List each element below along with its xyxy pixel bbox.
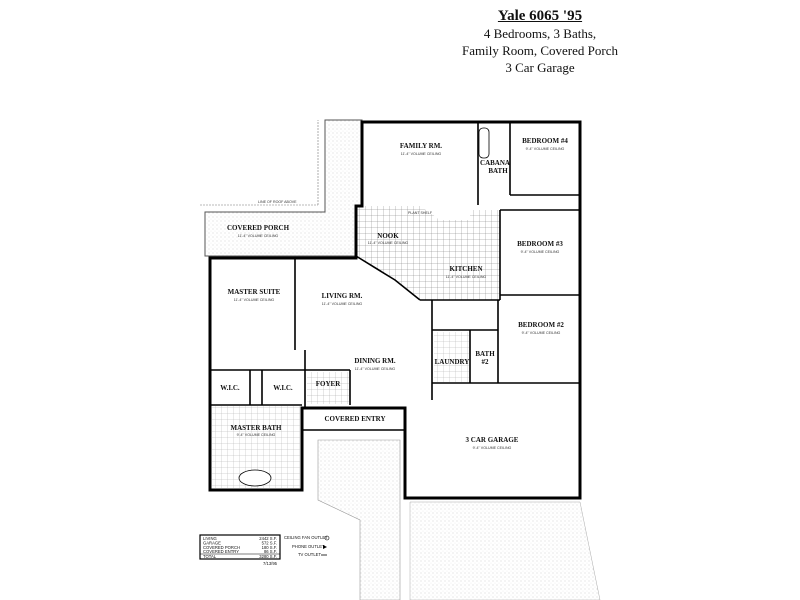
area-label: COVERED ENTRY xyxy=(203,549,239,554)
legend: CEILING FAN OUTLET PHONE OUTLET TV OUTLE… xyxy=(284,535,330,557)
nook-note: 11'-4" VOLUME CEILING xyxy=(368,241,409,245)
foyer-tile xyxy=(307,372,349,404)
bedroom-3-label: BEDROOM #3 xyxy=(517,240,563,248)
living-room-label: LIVING RM. xyxy=(322,292,363,300)
legend-label: TV OUTLET xyxy=(298,552,321,557)
area-table: LIVING 2442 S.F. GARAGE 572 S.F. COVERED… xyxy=(199,534,281,566)
foyer-label: FOYER xyxy=(316,380,341,388)
plan-date: 7/13/95 xyxy=(263,561,278,566)
covered-porch-note: 11'-4" VOLUME CEILING xyxy=(238,234,279,238)
area-label: LIVING xyxy=(203,536,217,541)
ceiling-fan-icon xyxy=(324,535,330,541)
bedroom-2-label: BEDROOM #2 xyxy=(518,321,564,329)
master-suite-label: MASTER SUITE xyxy=(228,288,281,296)
plan-subtitle-2: Family Room, Covered Porch xyxy=(462,43,618,58)
area-value: 3280 S.F. xyxy=(259,554,277,559)
room-labels: FAMILY RM. 11'-4" VOLUME CEILING CABANA … xyxy=(220,137,568,450)
roof-line-label: LINE OF ROOF ABOVE xyxy=(258,200,297,204)
garage-note: 9'-4" VOLUME CEILING xyxy=(473,446,512,450)
plan-subtitle-1: 4 Bedrooms, 3 Baths, xyxy=(483,26,597,41)
kitchen-nook-tile xyxy=(356,206,500,300)
tub-icon xyxy=(238,469,272,487)
legend-label: PHONE OUTLET xyxy=(292,544,325,549)
covered-porch: LINE OF ROOF ABOVE COVERED PORCH 11'-4" … xyxy=(200,119,363,257)
plan-title: Yale 6065 '95 xyxy=(497,8,583,24)
area-label: TOTAL xyxy=(203,554,217,559)
bath-2-label-2: #2 xyxy=(482,358,490,366)
cabana-bath-label-2: BATH xyxy=(488,167,508,175)
area-label: COVERED PORCH xyxy=(203,545,240,550)
cabana-bath-label: CABANA xyxy=(480,159,510,167)
master-bath-note: 9'-4" VOLUME CEILING xyxy=(237,433,276,437)
bedroom-2-note: 9'-4" VOLUME CEILING xyxy=(522,331,561,335)
bath-2-label: BATH xyxy=(475,350,495,358)
laundry-label: LAUNDRY xyxy=(435,358,470,366)
dining-room-note: 11'-4" VOLUME CEILING xyxy=(355,367,396,371)
exterior-walls xyxy=(208,120,582,500)
area-value: 572 S.F. xyxy=(262,541,277,546)
laundry-tile xyxy=(434,332,469,382)
family-room-label: FAMILY RM. xyxy=(400,142,442,150)
covered-porch-label: COVERED PORCH xyxy=(227,224,290,232)
garage-label: 3 CAR GARAGE xyxy=(466,436,519,444)
wic-1-label: W.I.C. xyxy=(220,384,240,392)
plant-shelf-label: PLANT SHELF xyxy=(408,211,433,215)
wic-2-label: W.I.C. xyxy=(273,384,293,392)
area-value: 86 S.F. xyxy=(264,549,277,554)
driveway xyxy=(317,439,601,600)
plan-title-block: Yale 6065 '95 4 Bedrooms, 3 Baths, Famil… xyxy=(440,8,640,76)
family-room-note: 11'-4" VOLUME CEILING xyxy=(401,152,442,156)
kitchen-note: 11'-4" VOLUME CEILING xyxy=(446,275,487,279)
bedroom-4-note: 9'-4" VOLUME CEILING xyxy=(526,147,565,151)
area-value: 2442 S.F. xyxy=(259,536,277,541)
master-bath-label: MASTER BATH xyxy=(230,424,282,432)
interior-walls xyxy=(210,122,580,431)
kitchen-label: KITCHEN xyxy=(449,265,482,273)
plan-subtitle-3: 3 Car Garage xyxy=(505,60,575,75)
bedroom-4-label: BEDROOM #4 xyxy=(522,137,568,145)
shower-icon xyxy=(478,127,490,159)
living-room-note: 11'-4" VOLUME CEILING xyxy=(322,302,363,306)
bedroom-3-note: 9'-4" VOLUME CEILING xyxy=(521,250,560,254)
master-suite-note: 11'-4" VOLUME CEILING xyxy=(234,298,275,302)
area-label: GARAGE xyxy=(203,541,221,546)
nook-label: NOOK xyxy=(377,232,399,240)
legend-label: CEILING FAN OUTLET xyxy=(284,535,328,540)
phone-outlet-icon xyxy=(323,545,327,549)
area-value: 180 S.F. xyxy=(262,545,277,550)
covered-entry-label: COVERED ENTRY xyxy=(324,415,385,423)
dining-room-label: DINING RM. xyxy=(354,357,395,365)
